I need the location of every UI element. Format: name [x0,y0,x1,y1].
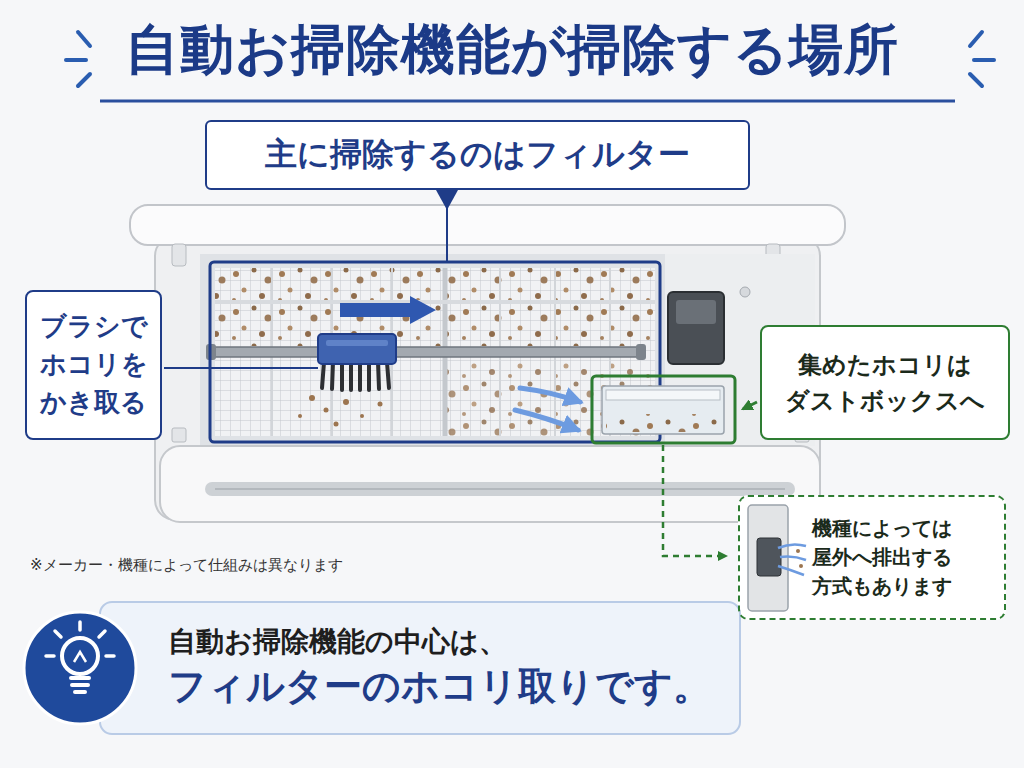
front-panel [160,446,820,522]
dust-dot [324,408,329,413]
brush-rail [210,347,642,357]
dust-unit [668,292,724,364]
pointer-triangle [436,190,458,210]
bulb-rays [46,622,114,656]
dust-dot [796,549,800,553]
dust-dot [360,414,364,418]
callout-box: 主に掃除するのはフィルター [205,120,750,190]
note-box: 機種によっては 屋外へ排出する 方式もあります [738,495,1006,620]
air-outlet [205,482,795,496]
note-text: 機種によっては 屋外へ排出する 方式もあります [812,514,996,601]
dust-dot [334,422,339,427]
dust-box-frame [592,376,735,443]
dust-unit-face [676,300,716,324]
dust-box-lid [606,390,720,400]
airflow-arrow [515,410,578,430]
diagram-title: 自動お掃除機能が掃除する場所 [0,16,1024,84]
exhaust-flow [778,544,806,548]
callout-box: 集めたホコリは ダストボックスへ [760,325,1010,440]
bristle [367,362,371,390]
summary-ground [100,602,740,734]
bristle [332,362,333,389]
bristle [378,362,379,389]
dust-dot [343,399,349,405]
sparkle-tick [78,74,90,86]
bulb-glass [62,638,98,674]
hinge [172,244,186,266]
summary-box: 自動お掃除機能の中心は、フィルターのホコリ取りです。 [100,602,740,734]
rail-cap [636,344,646,360]
filter-dust [215,268,655,346]
title-underline [100,100,955,103]
falling-dust [298,395,383,427]
open-lid [130,205,845,245]
bristle [322,362,324,388]
callout-text: 集めたホコリは ダストボックスへ [774,347,996,419]
dust-dot [378,402,383,407]
icon-circle [24,612,136,724]
note-ground [738,495,1006,620]
brush-highlight [326,340,388,346]
airflow-arrow [520,388,580,402]
dust-dot [309,395,315,401]
wall-plate [748,505,788,611]
brush-head [318,334,396,364]
footnote: ※メーカー・機種によって仕組みは異なります [30,556,343,575]
lightbulb-icon [24,612,136,724]
collected-dust [606,414,720,432]
exhaust-flow [780,556,806,560]
callout-box: ブラシで ホコリを かき取る [25,290,162,440]
summary-emphasis: フィルターのホコリ取りです。 [168,661,725,712]
dashed-leader [663,445,726,556]
bristle [387,362,389,388]
sparkle-tick [78,32,90,46]
callout-text: ブラシで ホコリを かき取る [37,308,150,421]
filter-rail [215,300,655,304]
outdoor-outlet [748,505,806,611]
bristle [358,362,362,390]
duct-opening [757,538,781,576]
sparkle-tick [974,58,994,62]
clip [172,428,186,442]
dust-dot [298,414,302,418]
brush-bristles [322,362,389,390]
filter-cavity [200,254,665,446]
sparkle-tick [970,74,982,86]
dust-box [602,386,724,434]
pointer-line [446,206,448,262]
pointer-arrow [743,402,757,409]
sparkle-tick [970,32,982,46]
dust-dot [799,564,803,568]
leader-line [164,367,318,369]
callout-text: 主に掃除するのはフィルター [227,134,728,176]
sparkle-tick [66,58,86,62]
screw [740,287,750,297]
bulb-base [71,678,89,692]
bulb-filament [74,652,86,662]
summary-lead: 自動お掃除機能の中心は、 [168,623,725,661]
move-arrow [340,296,436,324]
bristle [340,362,344,390]
air-conditioner [130,205,845,522]
louver [215,488,785,490]
bristle [349,362,353,390]
